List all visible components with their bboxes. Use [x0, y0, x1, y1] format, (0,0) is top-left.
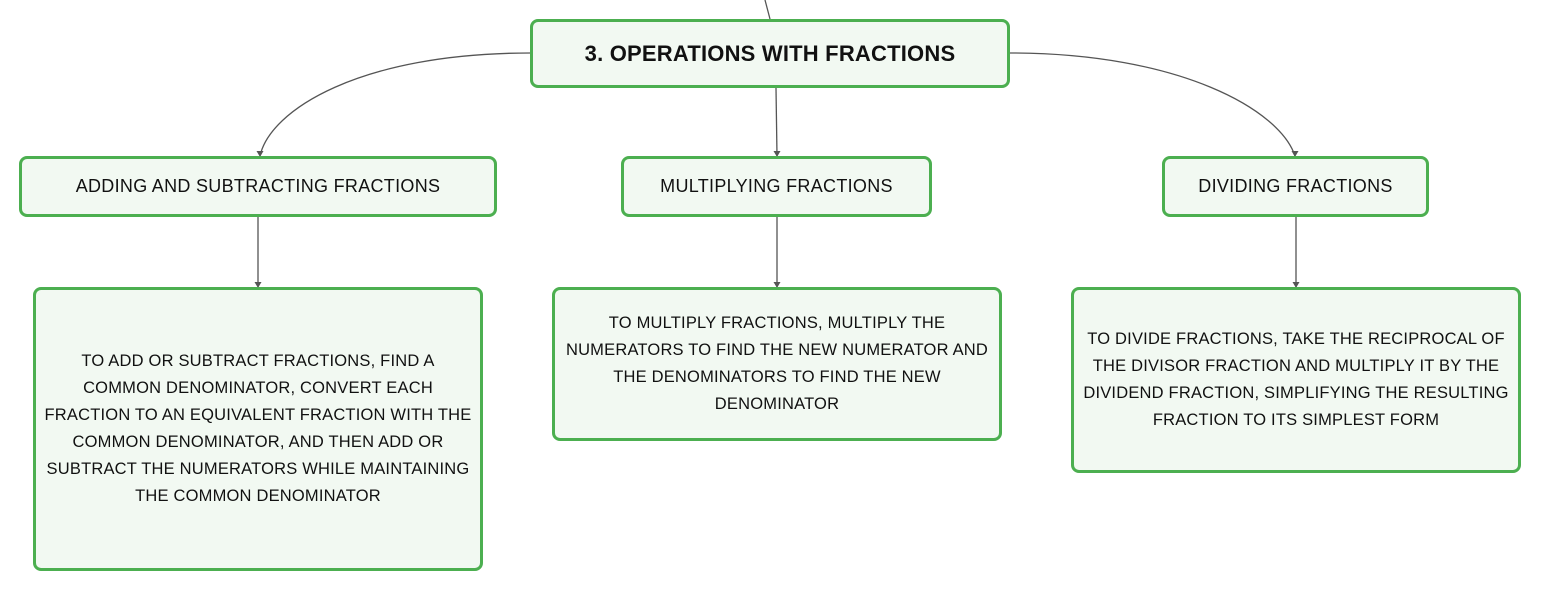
topic-label: MULTIPLYING FRACTIONS: [660, 176, 893, 196]
connector-parent-to-root: [764, 0, 771, 20]
arrowhead-multiplying: [773, 151, 781, 157]
arrowhead-multiplying-detail: [773, 282, 781, 288]
arrowhead-dividing: [1291, 151, 1299, 157]
arrowhead-adding-detail: [254, 282, 262, 288]
connector-root-to-multiplying: [775, 87, 778, 157]
arrowhead-adding: [256, 151, 264, 157]
detail-dividing-fractions[interactable]: TO DIVIDE FRACTIONS, TAKE THE RECIPROCAL…: [1071, 287, 1521, 473]
detail-text: TO MULTIPLY FRACTIONS, MULTIPLY THE NUME…: [565, 314, 989, 413]
detail-text: TO DIVIDE FRACTIONS, TAKE THE RECIPROCAL…: [1083, 330, 1509, 429]
detail-text: TO ADD OR SUBTRACT FRACTIONS, FIND A COM…: [44, 352, 472, 505]
connector-root-to-dividing: [1009, 52, 1296, 157]
detail-adding-subtracting-fractions[interactable]: TO ADD OR SUBTRACT FRACTIONS, FIND A COM…: [33, 287, 483, 571]
arrowhead-dividing-detail: [1292, 282, 1300, 288]
topic-label: ADDING AND SUBTRACTING FRACTIONS: [75, 176, 441, 196]
topic-label: DIVIDING FRACTIONS: [1198, 176, 1393, 196]
topic-dividing-fractions[interactable]: DIVIDING FRACTIONS: [1162, 156, 1429, 217]
detail-multiplying-fractions[interactable]: TO MULTIPLY FRACTIONS, MULTIPLY THE NUME…: [552, 287, 1002, 441]
topic-multiplying-fractions[interactable]: MULTIPLYING FRACTIONS: [621, 156, 932, 217]
root-topic-label: 3. OPERATIONS WITH FRACTIONS: [584, 40, 956, 66]
root-topic-node[interactable]: 3. OPERATIONS WITH FRACTIONS: [530, 19, 1010, 88]
connector-root-to-adding: [259, 52, 531, 157]
topic-adding-subtracting-fractions[interactable]: ADDING AND SUBTRACTING FRACTIONS: [19, 156, 497, 217]
